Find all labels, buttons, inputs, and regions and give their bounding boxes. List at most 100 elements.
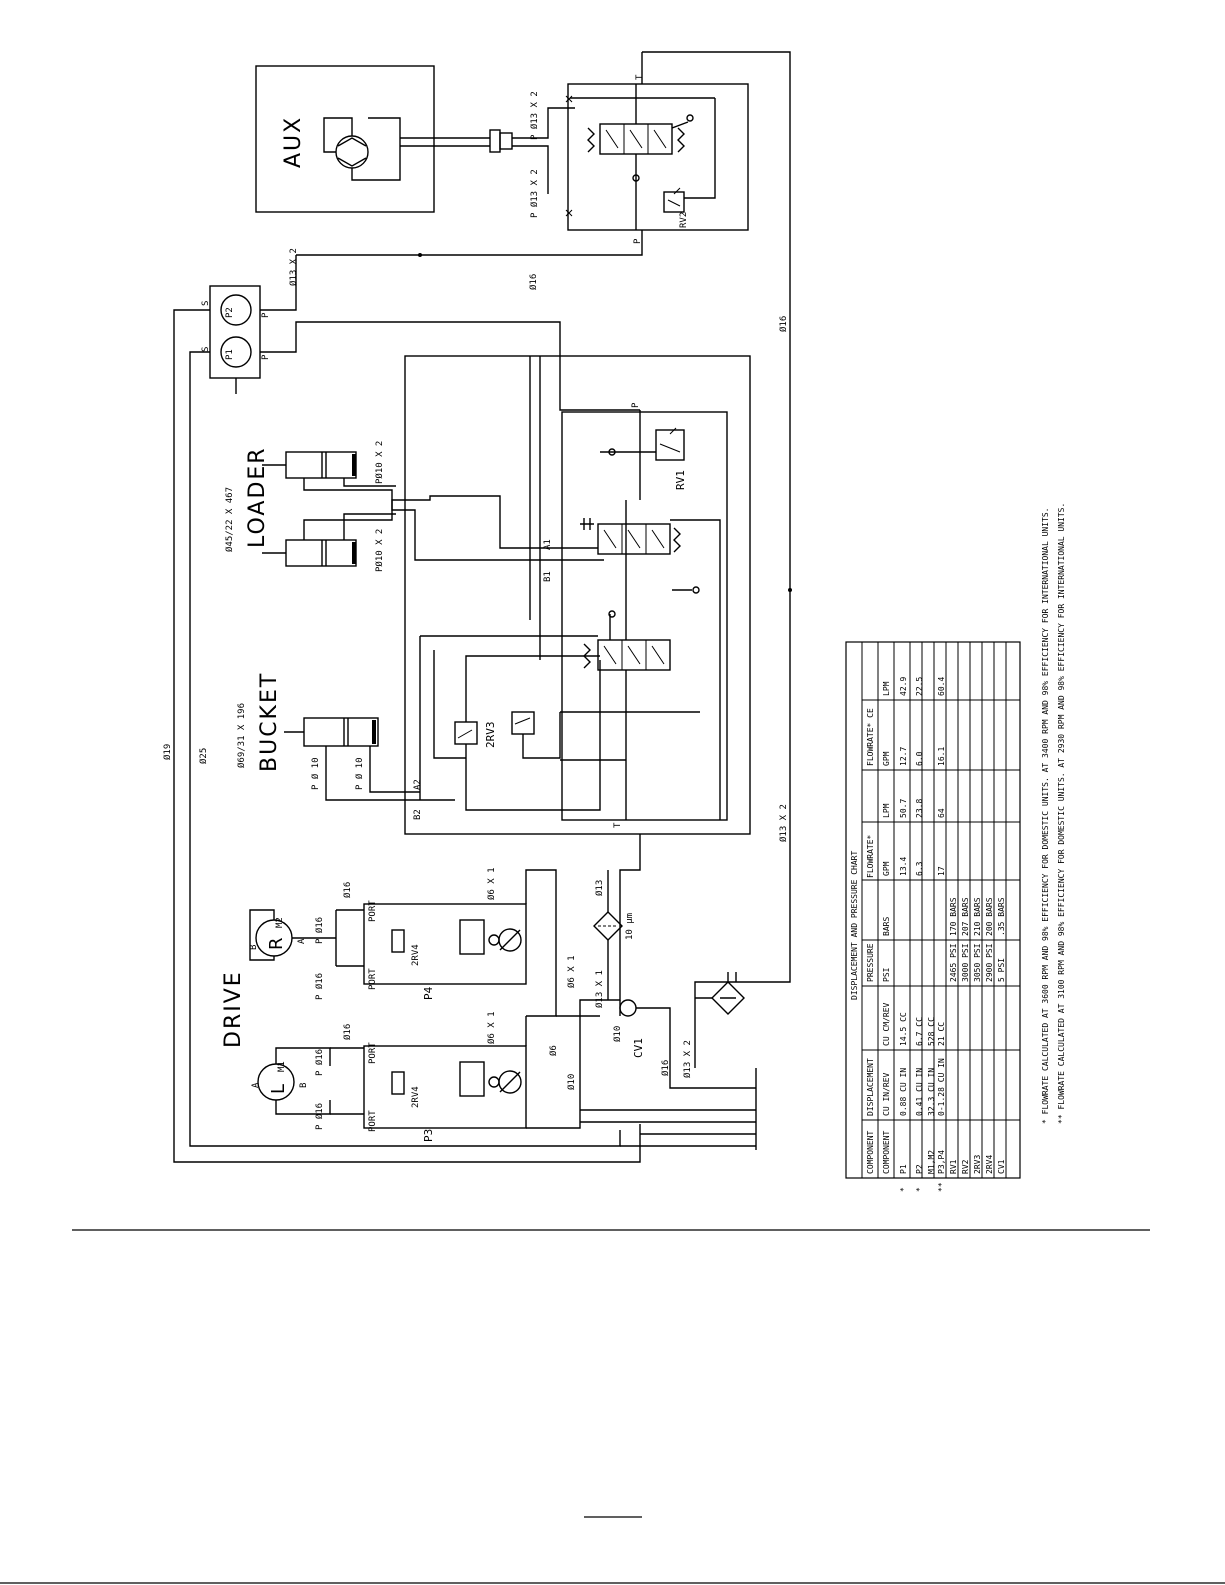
chart-column-header: GPM [882, 751, 891, 766]
chart-cell: M1,M2 [927, 1150, 936, 1174]
svg-text:Ø6 X 1: Ø6 X 1 [486, 1011, 497, 1044]
main-lines: Ø13 X 2 Ø16 Ø16 Ø13 X 2 [288, 51, 792, 1068]
chart-cell: 21 CC [937, 1022, 946, 1046]
chart-group-header: FLOWRATE* CE [866, 708, 875, 766]
aux-coupler-2 [499, 132, 513, 150]
chart-cell: CV1 [997, 1159, 1006, 1174]
svg-text:RV2: RV2 [679, 212, 689, 228]
bucket-label: BUCKET [257, 672, 282, 772]
chart-cell: .35 BARS [997, 897, 1006, 936]
svg-text:B1: B1 [543, 571, 553, 582]
chart-cell: 5 PSI [997, 958, 1006, 982]
tank-manifold [580, 1068, 757, 1150]
chart-column-header: COMPONENT [882, 1130, 891, 1174]
svg-text:Ø16: Ø16 [778, 316, 789, 332]
chart-cell: 42.9 [899, 677, 908, 696]
note-1: * FLOWRATE CALCULATED AT 3600 RPM AND 98… [1041, 508, 1050, 1125]
rv1-valve [655, 429, 685, 461]
bucket-cylinder-body [303, 717, 379, 747]
svg-text:S: S [201, 301, 211, 306]
suction-19 [173, 309, 641, 1163]
svg-text:P Ø13 X 2: P Ø13 X 2 [529, 91, 540, 140]
svg-text:M1: M1 [277, 1061, 287, 1072]
svg-text:P2: P2 [225, 307, 235, 318]
aux-motor-arrows [337, 137, 367, 167]
chart-column-header: CU IN/REV [882, 1072, 891, 1116]
chart-cell: 3050 PSI [973, 943, 982, 982]
svg-text:Ø13 X 1: Ø13 X 1 [594, 970, 605, 1008]
svg-text:Ø10: Ø10 [566, 1074, 577, 1090]
svg-text:B2: B2 [413, 809, 423, 820]
svg-text:Ø13 X 2: Ø13 X 2 [682, 1040, 693, 1078]
drive-label: DRIVE [221, 970, 246, 1048]
loader-cylinder-bottom [285, 539, 357, 567]
svg-text:Ø16: Ø16 [342, 882, 353, 898]
chart-cell: 6.7 CC [915, 1017, 924, 1046]
chart-cell: 64 [937, 808, 946, 818]
oil-cooler [711, 981, 745, 1015]
p4-valve [459, 919, 485, 955]
svg-text:P Ø16: P Ø16 [314, 917, 325, 944]
main-valve-outline [404, 355, 751, 835]
svg-text:Ø6 X 1: Ø6 X 1 [486, 867, 497, 900]
chart-cell: 170 BARS [949, 897, 958, 936]
chart-cell: 60.4 [937, 677, 946, 696]
chart-cell: RV1 [949, 1159, 958, 1174]
chart-cell: 14.5 CC [899, 1012, 908, 1046]
chart-group-header: FLOWRATE* [866, 834, 875, 878]
loader-label: LOADER [245, 446, 270, 548]
loader-spool [597, 523, 671, 555]
chart-column-header: BARS [882, 917, 891, 936]
chart-cell: 0.41 CU IN [915, 1068, 924, 1116]
svg-text:Ø16: Ø16 [660, 1060, 671, 1076]
svg-text:Ø10: Ø10 [612, 1026, 623, 1042]
chart-row-mark: * [915, 1187, 924, 1192]
aux-valve-block [567, 83, 749, 231]
aux-label: AUX [281, 116, 306, 168]
svg-text:P4: P4 [422, 986, 435, 1000]
svg-text:2RV4: 2RV4 [411, 944, 421, 966]
chart-cell: 3000 PSI [961, 943, 970, 982]
chart-cell: 207 BARS [961, 897, 970, 936]
chart-column-header: LPM [882, 681, 891, 696]
chart-cell: 32.3 CU IN [927, 1068, 936, 1116]
aux-box [255, 65, 435, 213]
chart-title: DISPLACEMENT AND PRESSURE CHART [850, 851, 859, 1000]
svg-text:B: B [299, 1083, 309, 1088]
svg-text:Ø13 X 2: Ø13 X 2 [288, 248, 299, 286]
pump-p3-block [363, 1045, 527, 1129]
svg-text:PORT: PORT [368, 968, 378, 990]
svg-text:B: B [249, 945, 259, 950]
svg-text:PORT: PORT [368, 1042, 378, 1064]
svg-text:P3: P3 [422, 1129, 435, 1142]
svg-text:R: R [266, 935, 287, 950]
svg-text:P Ø16: P Ø16 [314, 1049, 325, 1076]
rv2-valve [663, 191, 685, 213]
svg-text:Ø69/31 X 196: Ø69/31 X 196 [236, 703, 247, 768]
chart-row-mark: ** [937, 1182, 946, 1192]
chart-cell: 6.0 [915, 751, 924, 766]
svg-text:P: P [633, 238, 643, 244]
chart-cell: 0.88 CU IN [899, 1068, 908, 1116]
chart-column-header: LPM [882, 803, 891, 818]
chart-cell: 528 CC [927, 1017, 936, 1046]
chart-cell: P3,P4 [937, 1150, 946, 1174]
chart-cell: P2 [915, 1164, 924, 1174]
chart-cell: 2RV4 [985, 1155, 994, 1174]
chart-frame [845, 641, 1021, 1179]
pump-p4-block [363, 903, 527, 985]
chart-cell: 50.7 [899, 799, 908, 818]
chart-cell: P1 [899, 1164, 908, 1174]
chart-cell: 2465 PSI [949, 943, 958, 982]
svg-text:P: P [631, 402, 641, 408]
svg-text:Ø6: Ø6 [548, 1045, 559, 1056]
svg-text:S: S [201, 347, 211, 352]
chart-cell: 210 BARS [973, 897, 982, 936]
aux-motor [335, 135, 369, 169]
svg-text:PØ10 X 2: PØ10 X 2 [374, 441, 385, 484]
pump-p1 [220, 336, 252, 368]
chart-cell: 2RV3 [973, 1155, 982, 1174]
svg-text:10 µm: 10 µm [625, 913, 635, 940]
pump-housing [209, 285, 261, 379]
